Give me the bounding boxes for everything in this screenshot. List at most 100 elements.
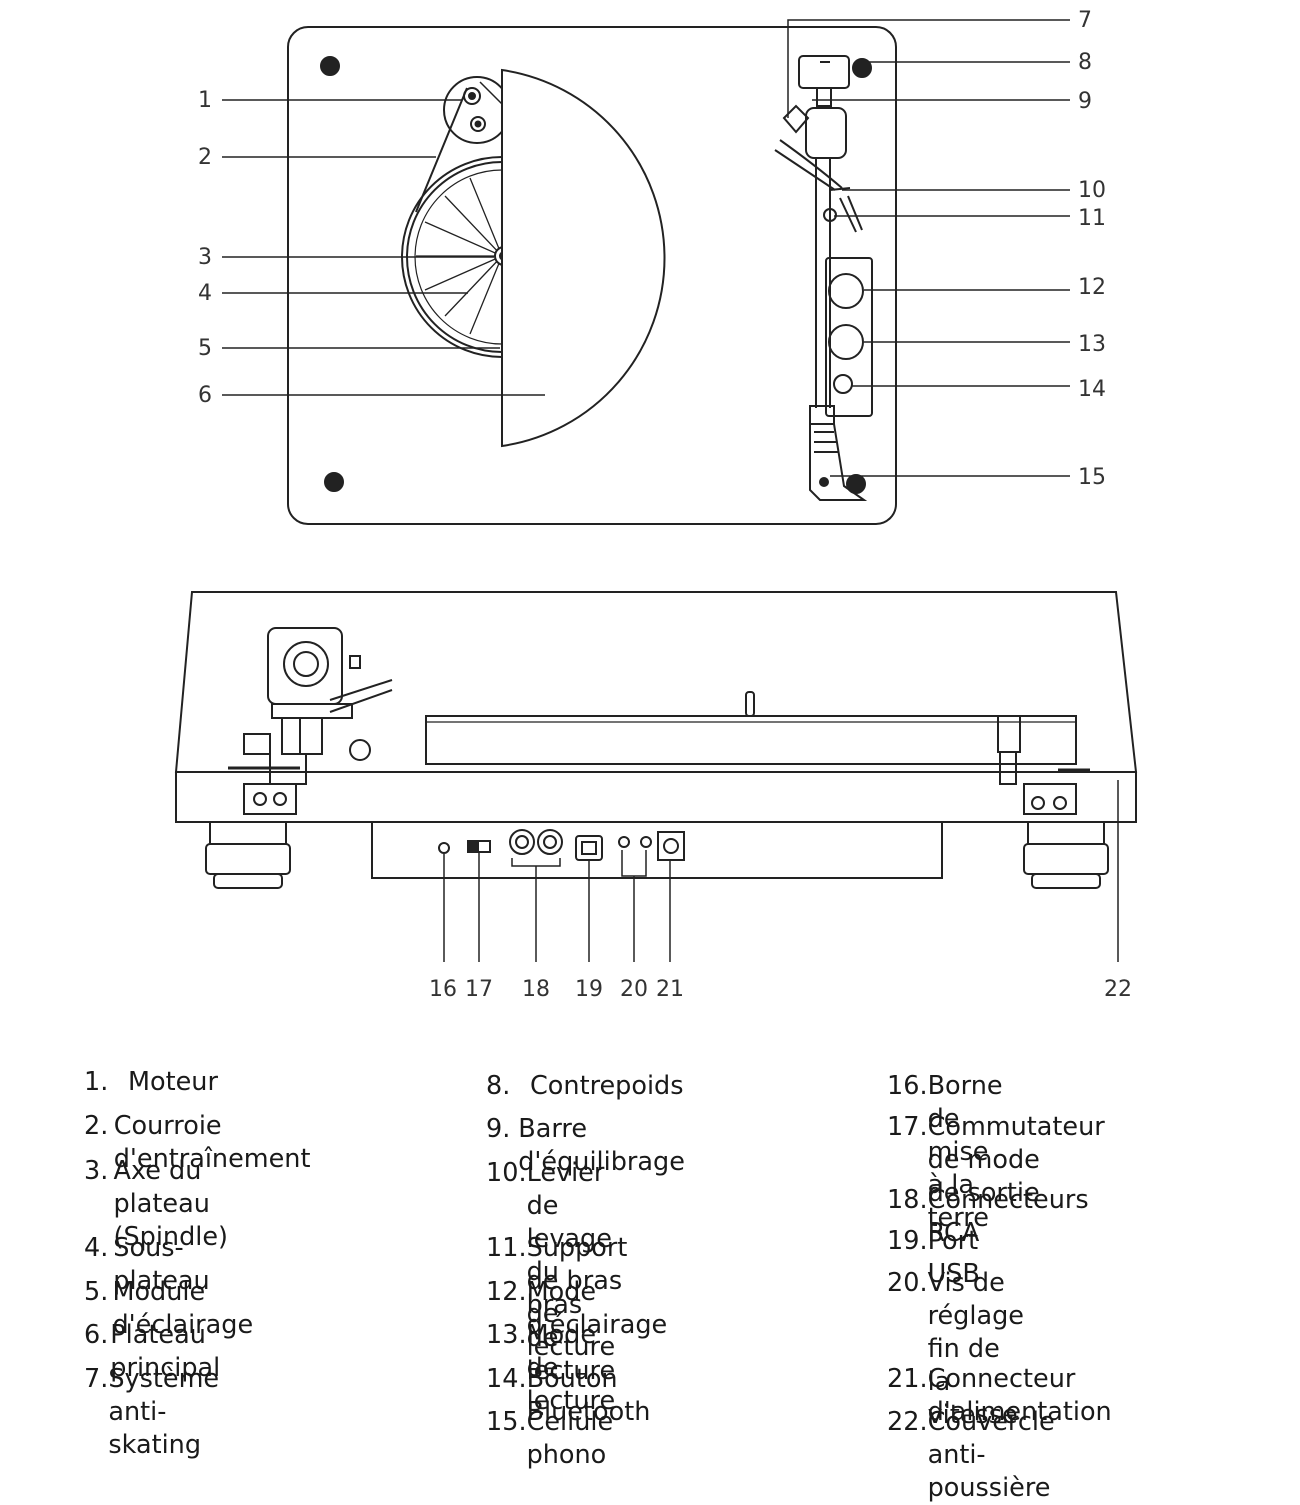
legend-label: Axe du plateau (Spindle) xyxy=(113,1156,228,1252)
legend-label: Module d'éclairage xyxy=(112,1277,254,1340)
legend-num: 21. xyxy=(887,1364,928,1394)
callout-5: 5 xyxy=(198,336,212,361)
callout-20: 20 xyxy=(620,977,648,1002)
play-mode-knob xyxy=(828,324,864,360)
plinth xyxy=(175,771,1137,823)
foot-right xyxy=(1023,783,1109,889)
legend-item: 1.Moteur xyxy=(84,1066,218,1099)
legend-num: 5. xyxy=(84,1277,109,1307)
callout-19: 19 xyxy=(575,977,603,1002)
legend-item: 13.Mode de lecture xyxy=(486,1319,619,1418)
turntable-diagram: 1 2 3 4 5 6 7 8 9 10 11 12 13 14 15 16 1… xyxy=(174,8,1138,1002)
legend-label: Système anti-skating xyxy=(108,1364,220,1460)
legend-item: 3.Axe du plateau (Spindle) xyxy=(84,1155,242,1254)
bluetooth-button xyxy=(833,374,853,394)
legend-item: 21.Connecteur d'alimentation xyxy=(887,1363,1115,1429)
ground-terminal xyxy=(438,842,450,854)
legend-label: Cellule phono xyxy=(526,1407,614,1470)
foot-dot-bottom-left xyxy=(324,472,344,492)
legend-num: 17. xyxy=(887,1112,928,1142)
power-connector xyxy=(657,831,685,861)
foot-dot-top-left xyxy=(320,56,340,76)
main-platter xyxy=(501,68,666,448)
legend-label: Commutateur de mode de sortie xyxy=(927,1112,1105,1208)
legend-label: Sous-plateau xyxy=(113,1233,210,1296)
callout-9: 9 xyxy=(1078,89,1092,114)
legend-num: 15. xyxy=(486,1407,527,1437)
legend-label: Borne de mise à la terre xyxy=(927,1071,1003,1233)
legend-num: 13. xyxy=(486,1320,527,1350)
callout-6: 6 xyxy=(198,383,212,408)
lighting-mode-knob xyxy=(828,273,864,309)
callout-15: 15 xyxy=(1078,465,1106,490)
legend-num: 11. xyxy=(486,1233,527,1263)
belt-line-top xyxy=(415,87,468,213)
legend-num: 10. xyxy=(486,1158,527,1188)
callout-2: 2 xyxy=(198,145,212,170)
legend-num: 14. xyxy=(486,1364,527,1394)
callout-14: 14 xyxy=(1078,377,1106,402)
motor xyxy=(443,76,511,144)
usb-port xyxy=(575,835,603,861)
callout-10: 10 xyxy=(1078,178,1106,203)
legend-item: 15.Cellule phono xyxy=(486,1406,617,1472)
legend-item: 2.Courroie d'entraînement xyxy=(84,1110,325,1176)
legend-item: 7.Système anti-skating xyxy=(84,1363,239,1462)
legend-label: Couvercle anti-poussière xyxy=(927,1407,1055,1503)
legend-num: 2. xyxy=(84,1111,109,1141)
speed-screw-1 xyxy=(618,836,630,848)
callout-11: 11 xyxy=(1078,206,1106,231)
legend-label: Port USB xyxy=(927,1226,980,1289)
legend-num: 6. xyxy=(84,1320,109,1350)
control-panel xyxy=(825,257,873,417)
callout-8: 8 xyxy=(1078,50,1092,75)
legend-item: 5.Module d'éclairage xyxy=(84,1276,269,1342)
tonearm xyxy=(774,55,868,501)
callout-17: 17 xyxy=(465,977,493,1002)
legend-item: 18.Connecteurs RCA xyxy=(887,1184,1092,1250)
legend-label: Levier de levage du bras de lecture xyxy=(526,1158,616,1386)
legend-item: 14.Bouton Bluetooth xyxy=(486,1363,654,1429)
callout-12: 12 xyxy=(1078,275,1106,300)
foot-left xyxy=(205,783,297,889)
legend-item: 8. Contrepoids xyxy=(486,1070,684,1103)
legend-num: 3. xyxy=(84,1156,109,1186)
legend-num: 16. xyxy=(887,1071,928,1101)
legend-num: 7. xyxy=(84,1364,109,1394)
legend-label: Contrepoids xyxy=(530,1071,684,1101)
legend-num: 8. xyxy=(486,1071,511,1101)
callout-3: 3 xyxy=(198,245,212,270)
belt-line-inner xyxy=(479,81,503,105)
callout-21: 21 xyxy=(656,977,684,1002)
foot-dot-bottom-right xyxy=(846,474,866,494)
legend-item: 19.Port USB xyxy=(887,1225,983,1291)
top-callout-labels: 1 2 3 4 5 6 7 8 9 10 11 12 13 14 15 xyxy=(198,8,1106,490)
legend-item: 9.Barre d'équilibrage xyxy=(486,1113,697,1179)
callout-16: 16 xyxy=(429,977,457,1002)
legend-item: 6.Plateau principal xyxy=(84,1319,238,1385)
callout-1: 1 xyxy=(198,88,212,113)
top-view-base xyxy=(287,26,897,525)
legend-label: Connecteurs RCA xyxy=(927,1185,1089,1248)
legend-num: 1. xyxy=(84,1067,109,1097)
top-view xyxy=(222,19,1070,525)
legend-label: Bouton Bluetooth xyxy=(526,1364,651,1427)
legend-num: 20. xyxy=(887,1268,928,1298)
callout-18: 18 xyxy=(522,977,550,1002)
front-callout-labels: 16 17 18 19 20 21 22 xyxy=(429,977,1132,1002)
legend-label: Barre d'équilibrage xyxy=(518,1114,685,1177)
legend-num: 19. xyxy=(887,1226,928,1256)
legend-item: 4.Sous-plateau xyxy=(84,1232,224,1298)
legend-label: Plateau principal xyxy=(110,1320,221,1383)
legend-item: 16.Borne de mise à la terre xyxy=(887,1070,1006,1235)
legend-num: 9. xyxy=(486,1114,511,1144)
foot-dot-top-right xyxy=(852,58,872,78)
legend-item: 12.Mode d'éclairage xyxy=(486,1276,671,1342)
rca-connectors xyxy=(509,829,563,855)
legend-num: 12. xyxy=(486,1277,527,1307)
rear-panel xyxy=(371,821,943,879)
front-view xyxy=(174,591,1138,962)
speed-screw-2 xyxy=(640,836,652,848)
legend-item: 10.Levier de levage du bras de lecture xyxy=(486,1157,619,1388)
legend-item: 20.Vis de réglage fin de la vitesse xyxy=(887,1267,1027,1432)
